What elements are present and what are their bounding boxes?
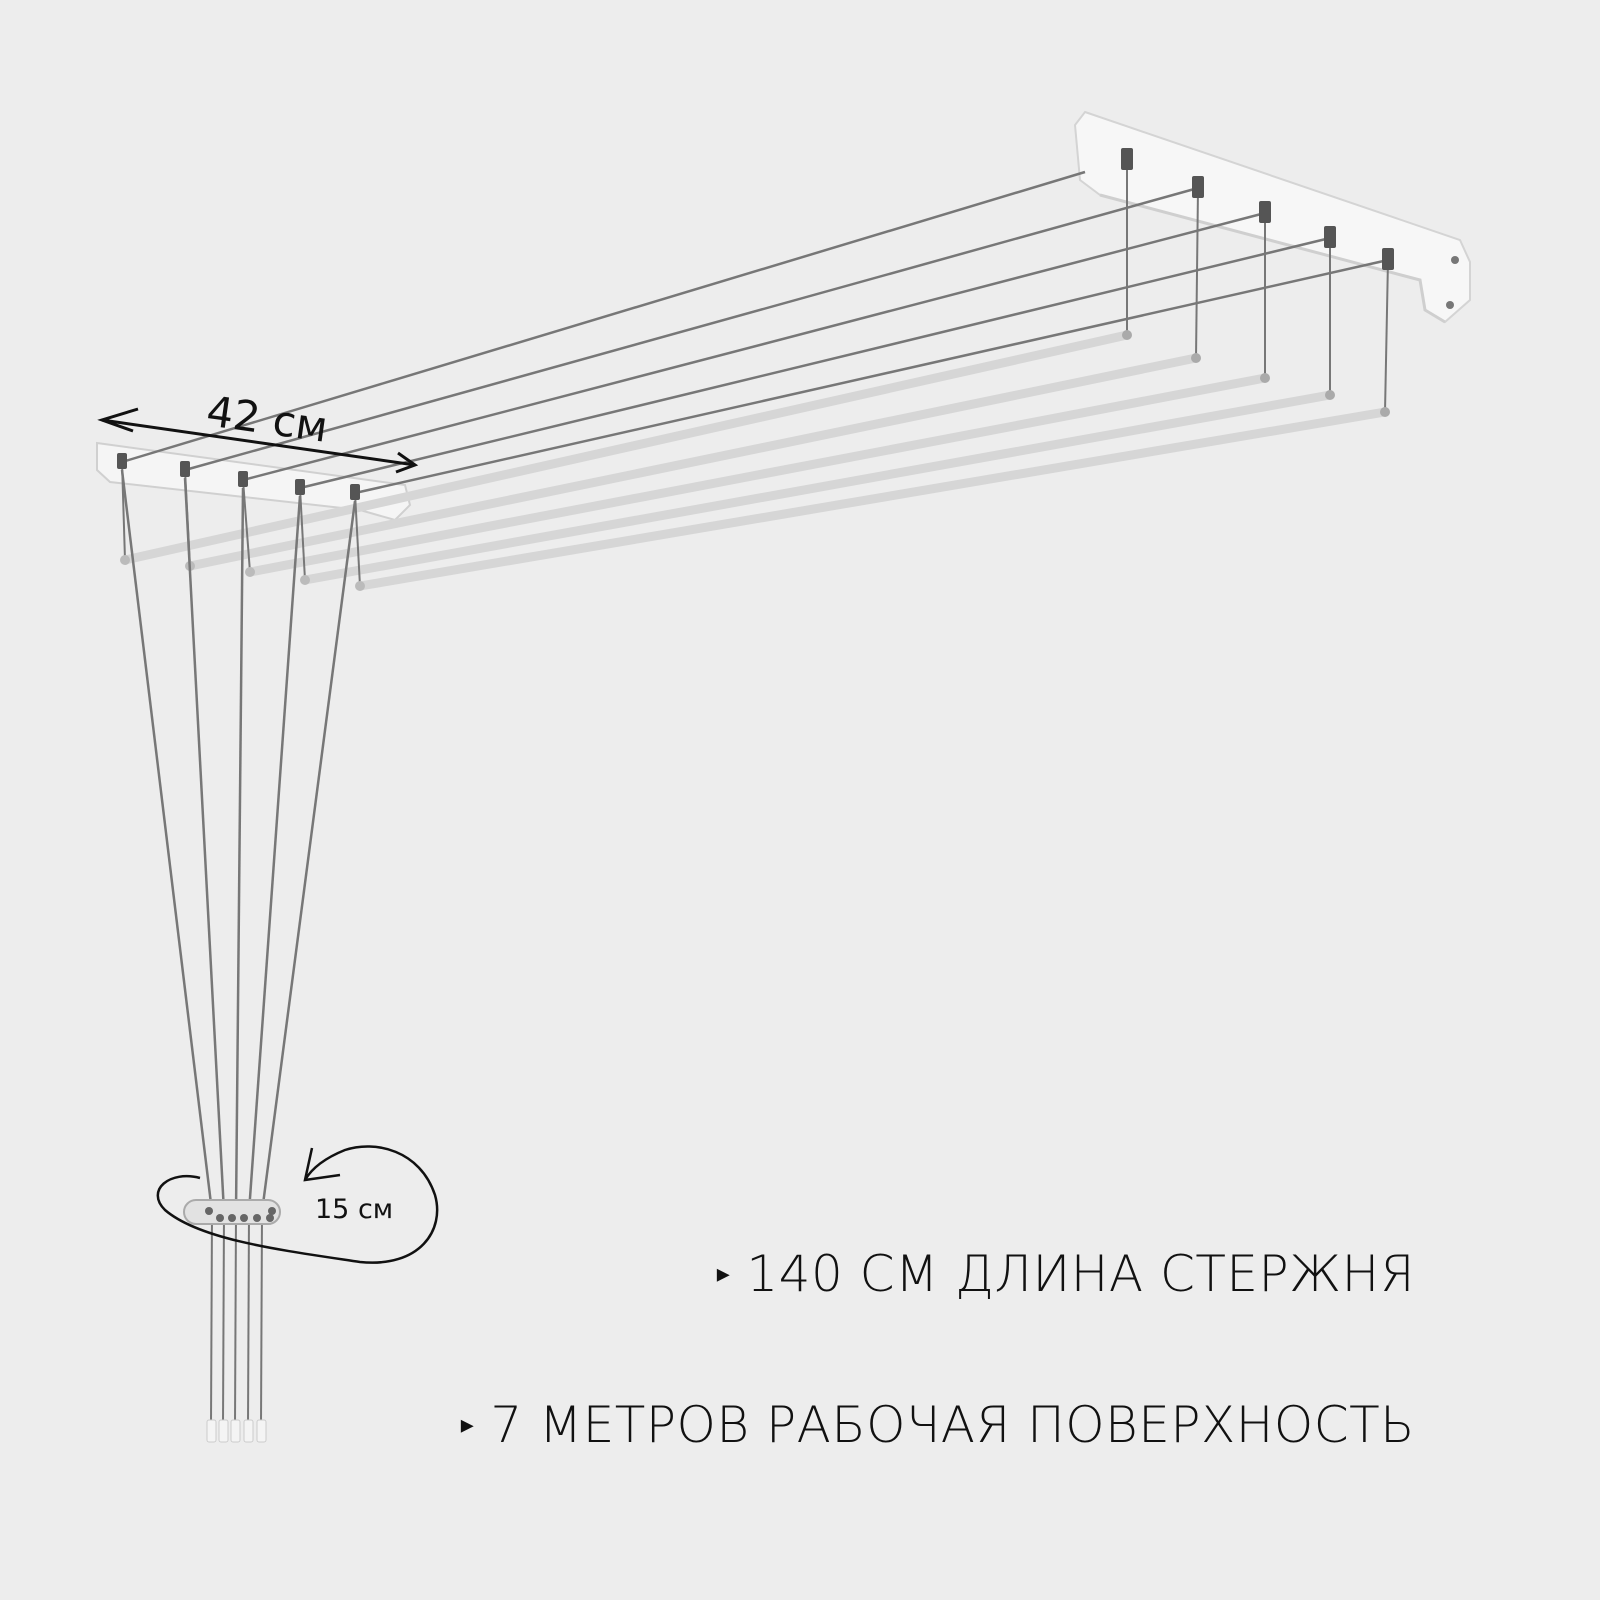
- clip-width-label: 15 см: [315, 1194, 393, 1225]
- rod-end-cap: [300, 575, 310, 585]
- right-hanger-wire: [1195, 187, 1199, 359]
- top-wire: [242, 211, 1266, 482]
- hook-icon: [350, 484, 360, 500]
- feature-working-surface: ▸ 7 МЕТРОВ РАБОЧАЯ ПОВЕРХНОСТЬ: [461, 1396, 1415, 1454]
- cord-tip: [218, 1419, 229, 1443]
- bracket-width-label: 42 см: [204, 386, 331, 451]
- top-wire: [354, 258, 1389, 495]
- bullet-triangle-icon: ▸: [460, 1409, 475, 1440]
- clip-screw: [268, 1207, 276, 1215]
- left-hanger-wire: [299, 487, 306, 581]
- clip-slot: [216, 1214, 224, 1222]
- right-hanger-wire: [1384, 259, 1389, 413]
- cord-tip: [243, 1419, 254, 1443]
- cord-tip: [256, 1419, 267, 1443]
- rod-end-cap: [1191, 353, 1201, 363]
- hook-icon: [238, 471, 248, 487]
- hook-icon: [1259, 201, 1271, 223]
- clip-slot: [253, 1214, 261, 1222]
- hook-icon: [1324, 226, 1336, 248]
- left-ceiling-bracket: [96, 441, 412, 522]
- pull-cord: [234, 487, 245, 1213]
- rod-end-cap: [1325, 390, 1335, 400]
- feature-text: 140 СМ ДЛИНА СТЕРЖНЯ: [746, 1245, 1415, 1303]
- clip-slot: [228, 1214, 236, 1222]
- rod-end-cap: [1380, 407, 1390, 417]
- rod-end-cap: [1260, 373, 1270, 383]
- drying-rod: [245, 373, 1270, 577]
- pull-cord: [234, 1211, 237, 1426]
- pull-cord: [222, 1211, 225, 1426]
- pull-cord: [247, 1211, 250, 1426]
- rod-end-cap: [245, 567, 255, 577]
- rod-end-cap: [355, 581, 365, 591]
- pull-cord: [260, 1211, 263, 1426]
- pull-cord: [120, 469, 214, 1213]
- left-hanger-wire: [354, 492, 361, 587]
- hook-icon: [1121, 148, 1133, 170]
- clip-slot: [240, 1214, 248, 1222]
- drying-rod: [355, 407, 1390, 591]
- cord-tip: [230, 1419, 241, 1443]
- clip-screw: [205, 1207, 213, 1215]
- hook-icon: [1382, 248, 1394, 270]
- hook-icon: [1192, 176, 1204, 198]
- bullet-triangle-icon: ▸: [716, 1258, 731, 1289]
- clip-dimension-loop: [156, 1145, 439, 1264]
- clip-slot: [266, 1214, 274, 1222]
- drying-rod: [300, 390, 1335, 585]
- hook-icon: [295, 479, 305, 495]
- pull-cord: [260, 500, 357, 1213]
- feature-rod-length: ▸ 140 СМ ДЛИНА СТЕРЖНЯ: [717, 1245, 1415, 1303]
- rod-end-cap: [120, 555, 130, 565]
- drying-rod: [185, 353, 1201, 571]
- top-wire: [184, 186, 1199, 472]
- cord-tip: [206, 1419, 217, 1443]
- top-wire: [299, 236, 1331, 490]
- drying-rod: [120, 330, 1132, 565]
- feature-text: 7 МЕТРОВ РАБОЧАЯ ПОВЕРХНОСТЬ: [490, 1396, 1415, 1454]
- pull-cord: [210, 1211, 213, 1426]
- hook-icon: [180, 461, 190, 477]
- width-dimension-arrow: [97, 407, 419, 474]
- top-wire: [121, 170, 1086, 464]
- pull-cord: [183, 477, 226, 1213]
- rod-end-cap: [1122, 330, 1132, 340]
- pull-cord: [247, 495, 302, 1213]
- right-ceiling-bracket: [1073, 110, 1471, 324]
- hook-icon: [117, 453, 127, 469]
